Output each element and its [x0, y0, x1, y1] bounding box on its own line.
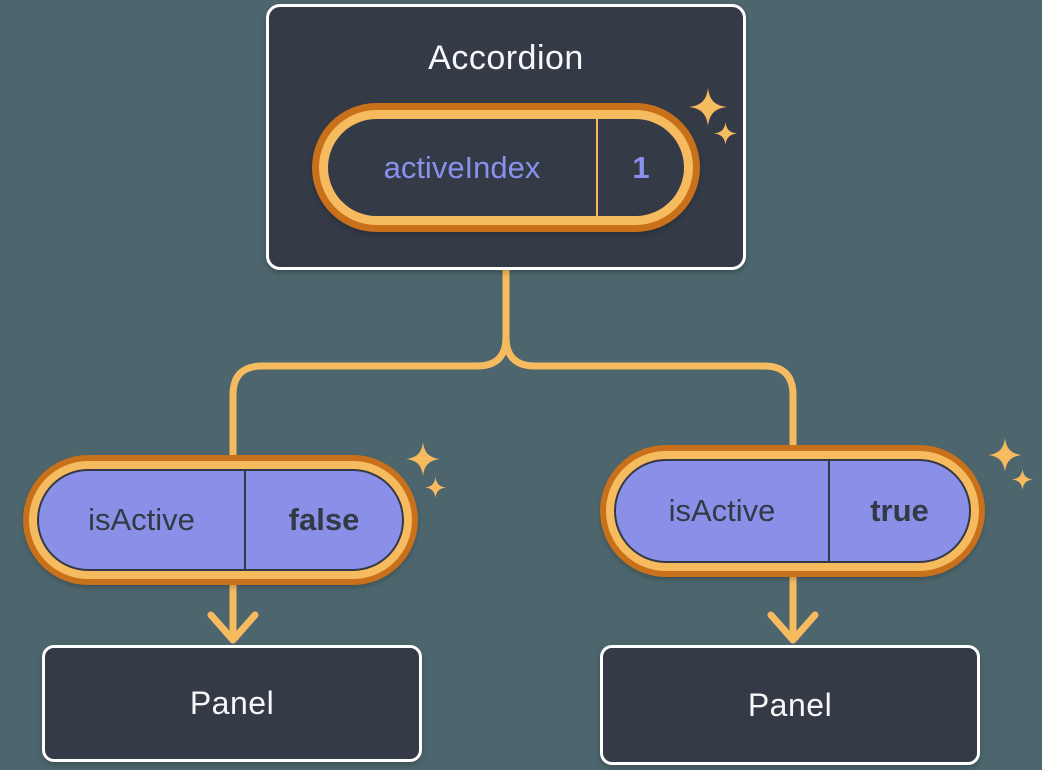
- accordion-node-title: Accordion: [428, 39, 584, 77]
- pill-divider: [244, 471, 246, 569]
- prop-value-label: false: [288, 502, 360, 537]
- sparkle-icon: [988, 438, 1042, 498]
- panel-title: Panel: [189, 685, 275, 721]
- panel-node-right: Panel: [600, 645, 980, 765]
- sparkle-icon: [406, 442, 466, 502]
- prop-value-label: true: [870, 493, 929, 528]
- sparkle-icon: [689, 88, 749, 148]
- prop-pill-isactive-false: isActive false: [23, 455, 418, 585]
- state-pill-activeindex: activeIndex 1: [312, 103, 700, 232]
- prop-pill-ring: isActive false: [29, 461, 412, 579]
- pill-divider: [596, 119, 598, 216]
- state-name-label: activeIndex: [383, 149, 541, 185]
- prop-pill-core: isActive false: [37, 469, 404, 571]
- prop-pill-isactive-true: isActive true: [600, 445, 985, 577]
- arrowhead-left-icon: [207, 611, 259, 644]
- state-pill-core: activeIndex 1: [328, 119, 684, 216]
- panel-node-left: Panel: [42, 645, 422, 762]
- prop-name-label: isActive: [668, 493, 776, 528]
- prop-pill-core: isActive true: [614, 459, 971, 563]
- connector-root-to-right-child: [502, 270, 797, 640]
- pill-divider: [828, 461, 830, 561]
- state-pill-ring: activeIndex 1: [319, 110, 693, 225]
- prop-name-label: isActive: [88, 502, 195, 537]
- prop-pill-ring: isActive true: [606, 451, 979, 571]
- state-value-label: 1: [632, 149, 650, 185]
- arrowhead-right-icon: [767, 611, 819, 644]
- panel-title: Panel: [747, 686, 833, 723]
